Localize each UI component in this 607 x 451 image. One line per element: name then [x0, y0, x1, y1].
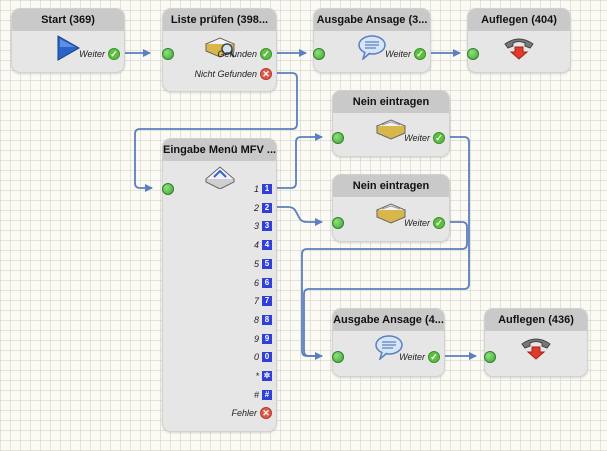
- input-port[interactable]: [484, 351, 496, 363]
- output-weiter[interactable]: Weiter ✓: [79, 47, 120, 61]
- key-badge-icon[interactable]: 7: [262, 296, 272, 307]
- input-port[interactable]: [162, 48, 174, 60]
- node-title: Ausgabe Ansage (4...: [333, 309, 444, 331]
- output-label: Weiter: [385, 49, 411, 59]
- output-label: Weiter: [404, 218, 430, 228]
- node-title: Auflegen (436): [485, 309, 587, 331]
- input-port[interactable]: [332, 351, 344, 363]
- key-badge-icon[interactable]: #: [262, 389, 272, 400]
- node-title: Nein eintragen: [333, 175, 449, 197]
- key-label: 0: [253, 352, 259, 363]
- input-port[interactable]: [332, 217, 344, 229]
- node-title: Nein eintragen: [333, 91, 449, 113]
- inbox-tray-icon: [375, 119, 407, 140]
- input-port[interactable]: [467, 48, 479, 60]
- node-title: Start (369): [12, 9, 124, 31]
- node-liste-pruefen[interactable]: Liste prüfen (398... Gefunden ✓ Nicht Ge…: [162, 8, 277, 92]
- key-badge-icon[interactable]: 8: [262, 314, 272, 325]
- input-port[interactable]: [162, 183, 174, 195]
- key-badge-icon[interactable]: 2: [262, 202, 272, 213]
- key-badge-icon[interactable]: 6: [262, 277, 272, 288]
- output-label: Nicht Gefunden: [194, 69, 257, 79]
- key-label: 7: [253, 296, 259, 307]
- key-label: 3: [253, 221, 259, 232]
- node-auflegen-1[interactable]: Auflegen (404): [467, 8, 571, 73]
- keypad-icon: [204, 166, 235, 189]
- output-nicht-gefunden[interactable]: Nicht Gefunden ✕: [194, 67, 272, 81]
- key-badge-icon[interactable]: 5: [262, 258, 272, 269]
- ok-check-icon[interactable]: ✓: [260, 48, 272, 60]
- speech-bubble-icon: [374, 335, 403, 360]
- input-port[interactable]: [313, 48, 325, 60]
- node-nein-eintragen-1[interactable]: Nein eintragen Weiter ✓: [332, 90, 450, 157]
- node-ausgabe-ansage-1[interactable]: Ausgabe Ansage (3... Weiter ✓: [313, 8, 431, 73]
- ok-check-icon[interactable]: ✓: [428, 351, 440, 363]
- menu-key-output[interactable]: ##: [254, 388, 272, 402]
- input-port[interactable]: [332, 132, 344, 144]
- ok-check-icon[interactable]: ✓: [108, 48, 120, 60]
- key-badge-icon[interactable]: ✲: [262, 371, 272, 381]
- node-nein-eintragen-2[interactable]: Nein eintragen Weiter ✓: [332, 174, 450, 242]
- key-label: 4: [253, 240, 259, 251]
- node-ausgabe-ansage-2[interactable]: Ausgabe Ansage (4... Weiter ✓: [332, 308, 445, 377]
- node-start[interactable]: Start (369) Weiter ✓: [11, 8, 125, 73]
- key-label: 8: [253, 314, 259, 325]
- output-label: Weiter: [79, 49, 105, 59]
- hangup-phone-icon: [521, 338, 551, 360]
- key-badge-icon[interactable]: 9: [262, 333, 272, 344]
- key-label: #: [253, 389, 259, 400]
- node-title: Auflegen (404): [468, 9, 570, 31]
- error-x-icon[interactable]: ✕: [260, 407, 272, 419]
- menu-key-output[interactable]: *✲: [255, 369, 272, 383]
- wire-menu1-to-nein1: [277, 133, 323, 189]
- node-title: Eingabe Menü MFV ...: [163, 139, 276, 161]
- hangup-phone-icon: [504, 38, 534, 60]
- error-x-icon[interactable]: ✕: [260, 68, 272, 80]
- ok-check-icon[interactable]: ✓: [433, 132, 445, 144]
- output-label: Weiter: [404, 133, 430, 143]
- output-label: Fehler: [231, 408, 257, 418]
- key-label: *: [255, 371, 259, 381]
- output-label: Weiter: [399, 352, 425, 362]
- output-weiter[interactable]: Weiter ✓: [385, 47, 426, 61]
- node-auflegen-2[interactable]: Auflegen (436): [484, 308, 588, 377]
- output-gefunden[interactable]: Gefunden ✓: [217, 47, 272, 61]
- speech-bubble-icon: [358, 35, 386, 60]
- key-label: 5: [253, 258, 259, 269]
- key-label: 1: [253, 184, 259, 194]
- key-badge-icon[interactable]: 4: [262, 240, 272, 251]
- node-title: Liste prüfen (398...: [163, 9, 276, 31]
- node-title: Ausgabe Ansage (3...: [314, 9, 430, 31]
- output-weiter[interactable]: Weiter ✓: [404, 131, 445, 145]
- key-badge-icon[interactable]: 1: [262, 184, 272, 194]
- ok-check-icon[interactable]: ✓: [414, 48, 426, 60]
- output-fehler[interactable]: Fehler ✕: [231, 406, 272, 420]
- ok-check-icon[interactable]: ✓: [433, 217, 445, 229]
- key-label: 9: [253, 333, 259, 344]
- output-label: Gefunden: [217, 49, 257, 59]
- play-icon: [57, 35, 81, 61]
- key-label: 6: [253, 277, 259, 288]
- inbox-tray-icon: [375, 203, 407, 224]
- output-weiter[interactable]: Weiter ✓: [399, 350, 440, 364]
- list-search-icon: [204, 37, 235, 58]
- key-badge-icon[interactable]: 3: [262, 221, 272, 232]
- key-label: 2: [253, 202, 259, 213]
- wire-menu2-to-nein2: [277, 206, 323, 226]
- key-badge-icon[interactable]: 0: [262, 352, 272, 363]
- output-weiter[interactable]: Weiter ✓: [404, 216, 445, 230]
